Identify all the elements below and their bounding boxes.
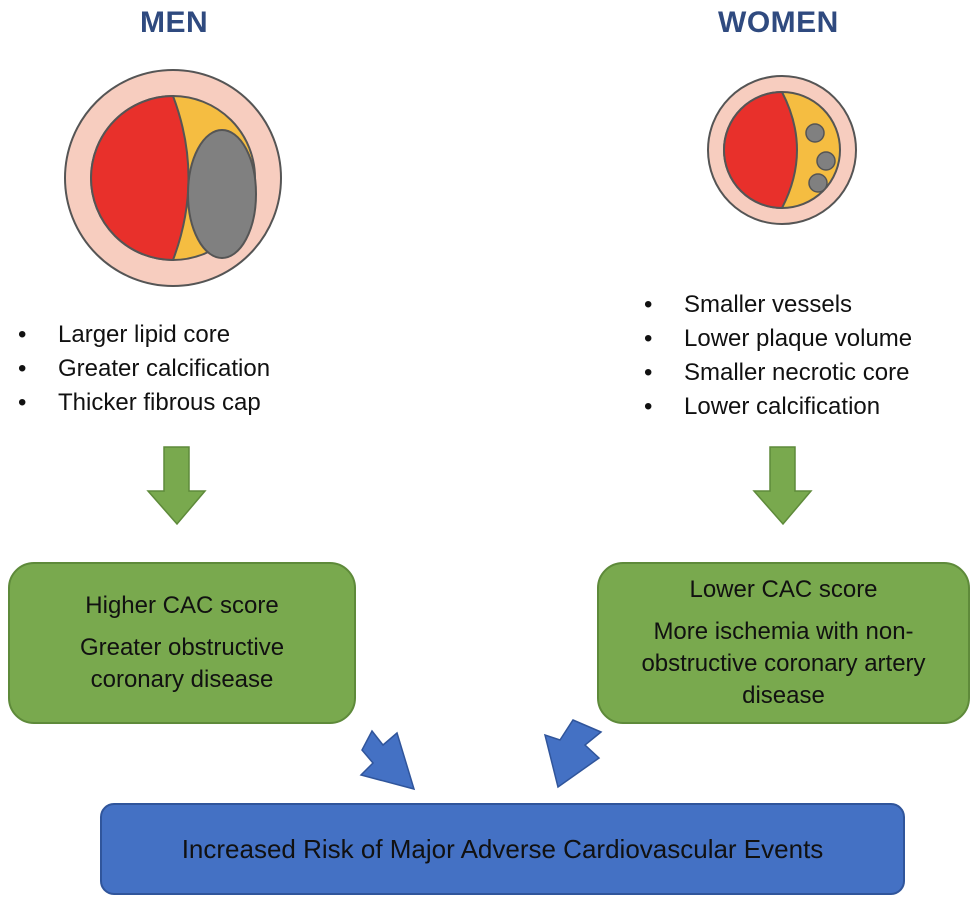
women-outcome-line: More ischemia with non-obstructive coron… (641, 618, 926, 709)
women-calcium-spot (816, 151, 836, 171)
list-item: Smaller necrotic core (642, 356, 912, 390)
men-down-arrow (146, 446, 207, 526)
women-calcium-spot (805, 123, 825, 143)
women-to-result-arrow (543, 719, 603, 789)
women-lumen (723, 90, 798, 210)
men-outcome-line: Higher CAC score (85, 592, 279, 619)
women-outcome-box: Lower CAC score More ischemia with non-o… (597, 562, 970, 724)
result-label: Increased Risk of Major Adverse Cardiova… (181, 833, 824, 864)
women-artery-cross-section (707, 75, 857, 225)
men-calcium-core (187, 129, 257, 259)
list-item: Lower plaque volume (642, 322, 912, 356)
men-outcome-line: Greater obstructive coronary disease (79, 634, 285, 693)
women-calcium-spot (808, 173, 828, 193)
men-outcome-box: Higher CAC score Greater obstructive cor… (8, 562, 356, 724)
women-outcome-line: Lower CAC score (689, 576, 878, 603)
women-features-list: Smaller vessels Lower plaque volume Smal… (642, 288, 912, 424)
list-item: Smaller vessels (642, 288, 912, 322)
women-title: WOMEN (718, 6, 839, 39)
men-to-result-arrow (359, 729, 416, 791)
result-box: Increased Risk of Major Adverse Cardiova… (100, 803, 905, 895)
list-item: Lower calcification (642, 390, 912, 424)
men-features-list: Larger lipid core Greater calcification … (16, 318, 270, 420)
list-item: Thicker fibrous cap (16, 386, 270, 420)
list-item: Larger lipid core (16, 318, 270, 352)
men-artery-cross-section (64, 69, 282, 287)
men-title: MEN (140, 6, 209, 39)
list-item: Greater calcification (16, 352, 270, 386)
women-down-arrow (752, 446, 813, 526)
